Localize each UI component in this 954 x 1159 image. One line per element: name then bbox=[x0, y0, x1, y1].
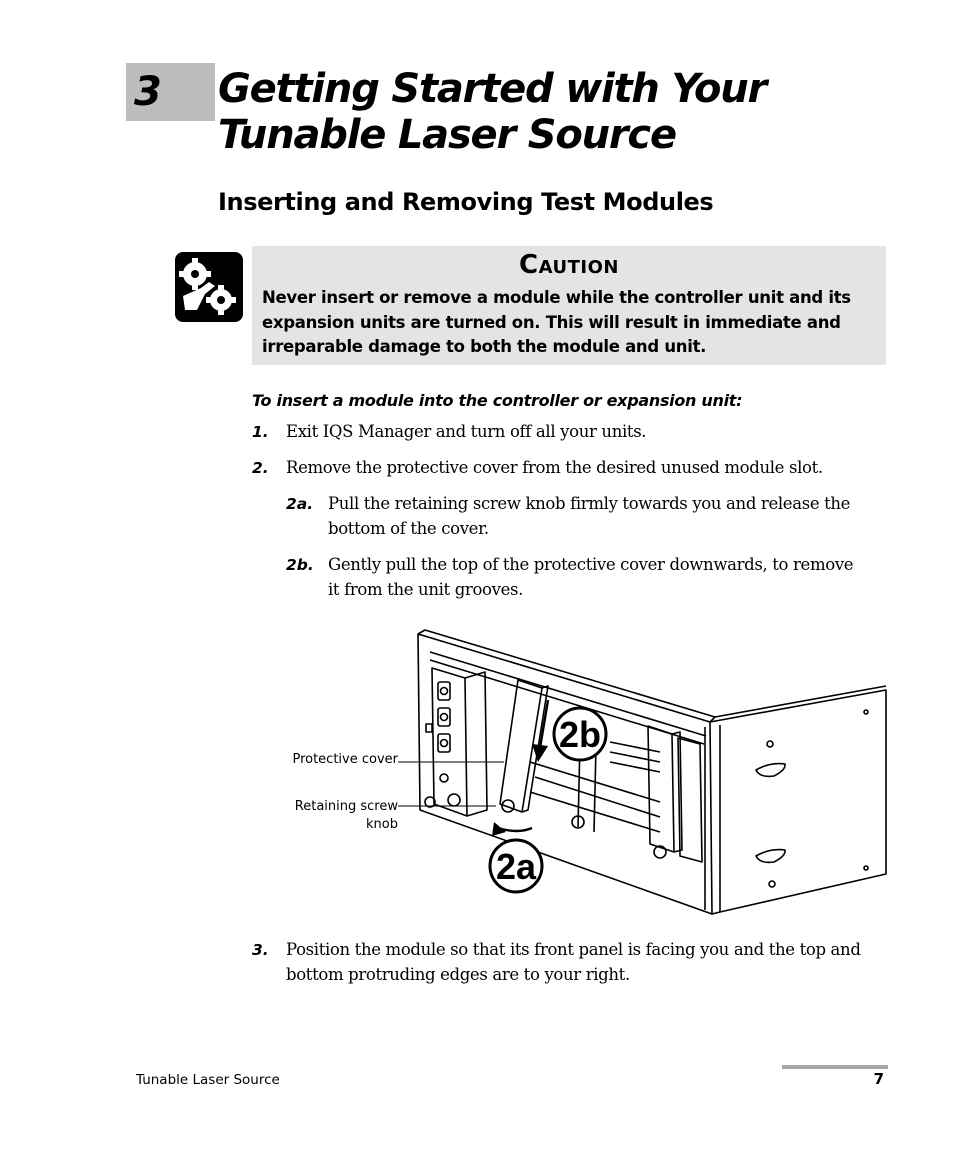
caution-text: Never insert or remove a module while th… bbox=[262, 286, 876, 360]
step-2b-line-1: Gently pull the top of the protective co… bbox=[328, 555, 854, 574]
label-retaining-screw-knob: Retaining screw knob bbox=[280, 798, 398, 834]
chapter-number: 3 bbox=[134, 69, 162, 115]
caution-heading: Caution bbox=[519, 250, 619, 280]
section-title: Inserting and Removing Test Modules bbox=[218, 188, 714, 216]
chapter-title-line-1: Getting Started with Your bbox=[218, 66, 767, 112]
step-2b-text: Gently pull the top of the protective co… bbox=[328, 553, 854, 602]
label-knob-line-1: Retaining screw bbox=[294, 799, 398, 814]
step-2b-number: 2b. bbox=[286, 556, 314, 574]
expansion-unit-illustration: 2b 2a bbox=[398, 629, 887, 915]
hand-caught-in-gears-icon bbox=[175, 252, 243, 322]
step-2-number: 2. bbox=[252, 459, 269, 477]
chapter-title: Getting Started with Your Tunable Laser … bbox=[218, 66, 858, 158]
caution-line-1: Never insert or remove a module while th… bbox=[262, 288, 851, 307]
step-2a-line-2: bottom of the cover. bbox=[328, 518, 489, 538]
footer-page-number: 7 bbox=[873, 1070, 884, 1088]
step-1-text: Exit IQS Manager and turn off all your u… bbox=[286, 422, 647, 441]
step-2a-text: Pull the retaining screw knob firmly tow… bbox=[328, 492, 850, 541]
step-3-line-1: Position the module so that its front pa… bbox=[286, 940, 861, 959]
step-1-number: 1. bbox=[252, 423, 269, 441]
caution-box: Caution Never insert or remove a module … bbox=[252, 246, 886, 365]
step-2a-number: 2a. bbox=[286, 495, 314, 513]
step-3-text: Position the module so that its front pa… bbox=[286, 938, 861, 987]
label-knob-line-2: knob bbox=[366, 817, 398, 832]
step-3-number: 3. bbox=[252, 941, 269, 959]
chapter-number-box bbox=[126, 63, 215, 121]
caution-line-3: irreparable damage to both the module an… bbox=[262, 337, 707, 356]
chapter-title-line-2: Tunable Laser Source bbox=[218, 112, 677, 158]
callout-2b: 2b bbox=[559, 714, 601, 755]
step-2a-line-1: Pull the retaining screw knob firmly tow… bbox=[328, 494, 851, 513]
footer-document-title: Tunable Laser Source bbox=[136, 1072, 280, 1088]
step-3-line-2: bottom protruding edges are to your righ… bbox=[286, 964, 630, 984]
callout-2a: 2a bbox=[496, 846, 537, 887]
step-2b-line-2: it from the unit grooves. bbox=[328, 579, 524, 599]
caution-line-2: expansion units are turned on. This will… bbox=[262, 312, 841, 332]
module-slot-figure: 2b 2a Protective cover Retaining screw k… bbox=[280, 612, 890, 922]
procedure-title: To insert a module into the controller o… bbox=[252, 391, 743, 410]
step-2-text: Remove the protective cover from the des… bbox=[286, 458, 823, 477]
footer-rule bbox=[782, 1065, 888, 1069]
label-protective-cover: Protective cover bbox=[292, 752, 398, 767]
